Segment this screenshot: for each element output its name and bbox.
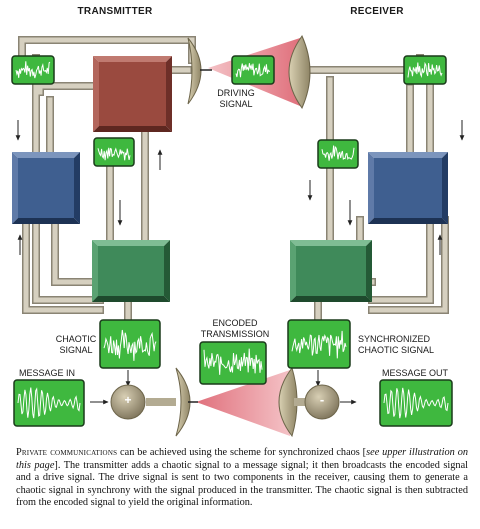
caption-part2: ]. The transmitter adds a chaotic signal…	[16, 459, 469, 509]
chaotic-label-line1: CHAOTIC	[55, 334, 97, 344]
receiver-green-block	[290, 240, 372, 302]
transmitter-blue-block	[12, 152, 80, 224]
sync-label-line1: SYNCHRONIZED	[358, 334, 431, 344]
transmitter-top-dish	[187, 37, 212, 105]
receiver-bottom-dish	[278, 366, 298, 438]
encoded-beam	[196, 370, 290, 436]
caption-part1: can be achieved using the scheme for syn…	[117, 447, 367, 458]
message-out-panel	[379, 379, 453, 427]
message-out-label: MESSAGE OUT	[381, 368, 448, 378]
receiver-title: RECEIVER	[350, 6, 404, 17]
tx-top-signal-panel	[11, 55, 55, 85]
synchronized-signal-label: SYNCHRONIZED CHAOTIC SIGNAL	[358, 334, 458, 356]
message-in-label: MESSAGE IN	[18, 368, 75, 378]
encoded-signal-panel	[199, 341, 267, 385]
subtractor-node	[294, 384, 340, 420]
transmitter-red-block	[93, 56, 172, 132]
driving-label-line1: DRIVING	[217, 88, 255, 98]
rx-mid-signal-panel	[317, 139, 359, 169]
adder-node	[110, 384, 176, 420]
tx-mid-signal-panel	[93, 137, 135, 167]
minus-sign: -	[319, 392, 325, 407]
chaotic-label-line2: SIGNAL	[59, 345, 93, 355]
plus-sign: +	[124, 393, 132, 407]
transmitter-title: TRANSMITTER	[77, 6, 153, 17]
rx-top-signal-panel	[403, 55, 447, 85]
driving-label-line2: SIGNAL	[219, 99, 253, 109]
encoded-label-line2: TRANSMISSION	[200, 329, 270, 339]
driving-signal-label: DRIVING SIGNAL	[206, 88, 266, 110]
caption-lead: Private communications	[16, 447, 118, 458]
sync-signal-panel	[287, 319, 351, 369]
sync-label-line2: CHAOTIC SIGNAL	[358, 345, 435, 355]
message-in-panel	[13, 379, 85, 427]
transmitter-green-block	[92, 240, 170, 302]
encoded-transmission-label: ENCODED TRANSMISSION	[190, 318, 280, 340]
transmitter-pipes	[18, 36, 196, 324]
signal-panels	[11, 55, 453, 427]
driving-signal-panel	[231, 55, 275, 85]
receiver-blue-block	[368, 152, 448, 224]
chaotic-signal-label: CHAOTIC SIGNAL	[46, 334, 106, 356]
caption: Private communications can be achieved u…	[16, 447, 468, 510]
encoded-label-line1: ENCODED	[212, 318, 258, 328]
receiver-top-dish	[288, 35, 311, 109]
chaotic-signal-panel	[99, 319, 161, 369]
transmitter-bottom-dish	[175, 367, 198, 437]
caption-italic: see upper illustration on this page	[16, 447, 469, 471]
